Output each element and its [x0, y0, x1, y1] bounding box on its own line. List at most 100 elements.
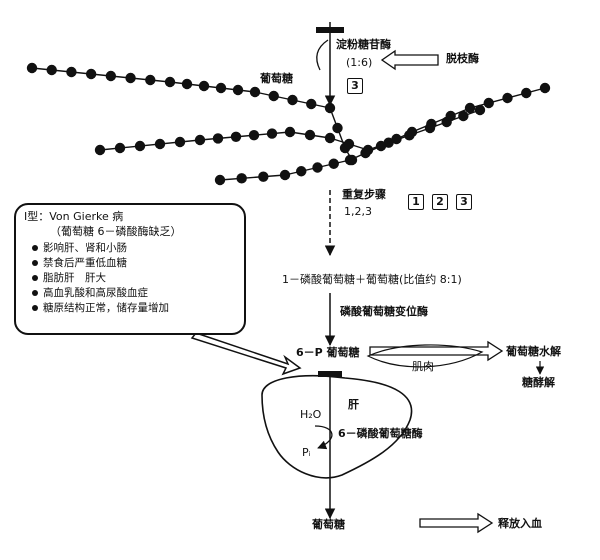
cleavage-bar-top: [316, 27, 344, 33]
glucose-residue: [214, 174, 226, 186]
glucose-residue: [521, 87, 532, 99]
g6pase-label: 6－磷酸葡萄糖酶: [338, 427, 423, 440]
glucose-residue: [154, 138, 166, 150]
glucose-residue: [406, 126, 418, 138]
repeat-steps-numbers: 1,2,3: [344, 205, 372, 218]
glycolysis-arrow: [369, 340, 504, 362]
glucose-residue: [46, 64, 57, 76]
callout-pointer: [190, 332, 302, 376]
glucose-residue: [306, 98, 317, 110]
callout-item: 糖原结构正常，储存量增加: [24, 301, 236, 316]
bond-label: (1:6): [346, 56, 373, 69]
glucose-residue: [249, 86, 261, 98]
water-label: H₂O: [300, 408, 322, 421]
phosphoglucomutase-label: 磷酸葡萄糖变位酶: [340, 305, 428, 318]
glucose-residue: [114, 142, 126, 154]
callout-item: 禁食后严重低血糖: [24, 256, 236, 271]
glucose-residue: [502, 92, 513, 104]
callout-list: 影响肝、肾和小肠 禁食后严重低血糖 脂肪肝 肝大 高血乳酸和高尿酸血症 糖原结构…: [24, 241, 236, 316]
bullet-icon: [32, 304, 38, 311]
callout-item: 高血乳酸和高尿酸血症: [24, 286, 236, 301]
glucose-residue: [344, 154, 356, 166]
glucose-residue: [279, 169, 291, 181]
glucose-residue: [324, 132, 336, 144]
glucose-residue: [236, 173, 247, 184]
glucose-residue: [464, 102, 476, 114]
glucose-residue: [258, 171, 269, 182]
glucose-residue: [445, 110, 456, 122]
callout-item: 脂肪肝 肝大: [24, 271, 236, 286]
step-box-3: 3: [456, 194, 472, 210]
glucose-residue: [332, 122, 343, 134]
glucose-residue: [312, 162, 323, 173]
chain-link: [411, 107, 471, 133]
liver-label: 肝: [348, 398, 359, 411]
glucose-residue: [304, 129, 316, 141]
glucose-top-label: 葡萄糖: [260, 72, 293, 85]
bullet-icon: [32, 259, 38, 266]
bullet-icon: [32, 244, 38, 251]
glucose-residue: [391, 133, 402, 145]
chain-link: [219, 174, 286, 181]
glycogen-chains: [26, 62, 551, 186]
glucose-residue: [94, 144, 106, 156]
step-box-1: 1: [408, 194, 424, 210]
callout-item: 影响肝、肾和小肠: [24, 241, 236, 256]
glucose-residue: [174, 136, 186, 148]
released-glucose-curve: [316, 39, 329, 71]
glycolysis-end-label: 糖酵解: [522, 376, 555, 389]
glucose-residue: [26, 62, 38, 74]
glucose-residue: [284, 126, 296, 138]
glucose-residue: [343, 138, 355, 150]
glycolysis-label: 葡萄糖水解: [506, 345, 561, 358]
glucose-residue: [474, 104, 486, 116]
g6p-label: 6－P 葡萄糖: [296, 346, 360, 359]
glucose-residue: [483, 97, 494, 109]
glucose-residue: [164, 76, 176, 88]
glucose-residue: [248, 130, 260, 141]
glucose-residue: [296, 166, 307, 177]
pi-label: Pᵢ: [302, 446, 311, 459]
bullet-icon: [32, 274, 38, 281]
glucose-bottom-label: 葡萄糖: [312, 518, 345, 531]
glucose-residue: [134, 140, 146, 152]
glucose-residue: [125, 72, 136, 84]
glucose-residue: [287, 94, 298, 106]
glucose-residue: [85, 68, 97, 80]
glucose-residue: [198, 80, 210, 92]
repeat-steps-label: 重复步骤: [342, 188, 386, 201]
callout-subtitle: （葡萄糖 6－磷酸酶缺乏）: [50, 225, 182, 238]
muscle-band: [366, 344, 484, 368]
glucose-residue: [66, 66, 77, 78]
product-ratio-label: 1－磷酸葡萄糖＋葡萄糖(比值约 8:1): [282, 273, 462, 286]
release-blood-label: 释放入血: [498, 517, 542, 530]
glucose-residue: [266, 128, 278, 139]
glucose-residue: [181, 78, 193, 90]
debranch-enzyme-label: 脱枝酶: [446, 52, 479, 65]
hydrolysis-curve: [314, 425, 333, 450]
step-box-single: 3: [347, 78, 363, 94]
step-box-2: 2: [432, 194, 448, 210]
glucose-residue: [539, 82, 551, 94]
glucose-residue: [360, 147, 371, 159]
muscle-label: 肌肉: [412, 360, 434, 373]
glucose-residue: [268, 90, 279, 102]
debranch-enzyme-arrow: [380, 49, 439, 71]
bullet-icon: [32, 289, 38, 296]
glucose-residue: [458, 110, 469, 122]
glucose-residue: [145, 74, 156, 86]
debranching-enzyme-label: 淀粉糖苷酶: [336, 38, 391, 51]
glucose-residue: [328, 158, 339, 169]
release-arrow: [419, 512, 494, 534]
glucose-residue: [194, 134, 206, 146]
glucose-residue: [105, 70, 117, 82]
glucose-residue: [215, 82, 227, 94]
glucose-residue: [375, 140, 387, 152]
chain-link: [429, 109, 481, 129]
glucose-residue: [232, 84, 244, 96]
glucose-residue: [426, 118, 437, 130]
cleavage-bar-liver: [318, 371, 342, 377]
callout-title: Ⅰ型：Von Gierke 病: [24, 210, 124, 223]
glucose-residue: [230, 131, 242, 142]
